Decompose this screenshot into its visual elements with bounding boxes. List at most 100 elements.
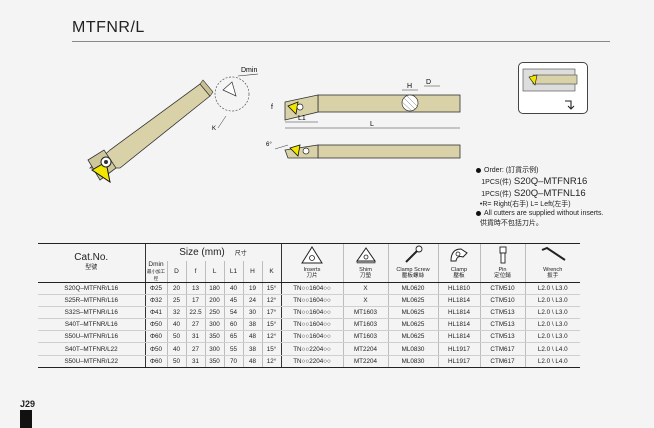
cell-h: 48 [242, 355, 262, 368]
cell-l1: 40 [223, 282, 243, 295]
cell-cat: S50U–MTFNR/L16 [38, 330, 145, 344]
wrench-icon [541, 246, 566, 261]
cell-wrench: L2.0 \ L3.0 [524, 330, 580, 344]
cell-l: 200 [204, 294, 224, 307]
cell-insert: TN○○2204○○ [280, 355, 343, 368]
cell-h: 38 [242, 318, 262, 332]
cell-l: 300 [204, 318, 224, 332]
cell-clamp: HL1814 [437, 318, 480, 332]
cell-cat: S50U–MTFNR/L22 [38, 355, 145, 368]
cell-wrench: L2.0 \ L3.0 [524, 282, 580, 295]
cell-k: 15° [261, 282, 281, 295]
cell-dmin: Φ50 [144, 342, 167, 356]
cell-f: 17 [185, 294, 205, 307]
cell-wrench: L2.0 \ L4.0 [524, 355, 580, 368]
cell-shim: X [342, 282, 388, 295]
cell-l1: 60 [223, 318, 243, 332]
col-l: L [204, 260, 224, 283]
cell-f: 22.5 [185, 306, 205, 320]
cell-pin: CTM510 [479, 282, 525, 295]
cell-k: 12° [261, 355, 281, 368]
cell-shim: MT1603 [342, 330, 388, 344]
bullet-icon [476, 167, 481, 173]
cell-shim: MT1603 [342, 306, 388, 320]
cell-k: 12° [261, 330, 281, 344]
cell-screw: ML0620 [387, 282, 438, 295]
cell-clamp: HL1814 [437, 306, 480, 320]
cell-l1: 70 [223, 355, 243, 368]
cell-l1: 55 [223, 342, 243, 356]
cell-screw: ML0625 [387, 318, 438, 332]
cell-dmin: Φ60 [144, 355, 167, 368]
clamp-icon [450, 247, 468, 261]
page-title: MTFNR/L [72, 19, 145, 36]
cell-d: 50 [166, 355, 186, 368]
bullet-icon [476, 210, 481, 216]
col-l1: L1 [223, 260, 243, 283]
cell-k: 17° [261, 306, 281, 320]
cell-d: 40 [166, 342, 186, 356]
order-example-right: 1PCS(件) S20Q–MTFNR16 [481, 175, 588, 187]
cell-l: 350 [204, 330, 224, 344]
cell-cat: S32S–MTFNR/L16 [38, 306, 145, 320]
tool-drawing: Dmin K H D f L1 L [87, 67, 461, 184]
cell-f: 13 [185, 282, 205, 295]
cell-h: 19 [242, 282, 262, 295]
cell-dmin: Φ32 [144, 294, 167, 307]
cell-cat: S20Q–MTFNR/L16 [38, 282, 145, 295]
cell-insert: TN○○1604○○ [280, 306, 343, 320]
dmin-detail: Dmin K [212, 67, 259, 132]
cell-shim: MT1603 [342, 318, 388, 332]
cell-clamp: HL1917 [437, 342, 480, 356]
bar-perspective [87, 79, 214, 184]
cell-f: 27 [185, 318, 205, 332]
cell-insert: TN○○1604○○ [280, 294, 343, 307]
cell-cat: S40T–MTFNR/L16 [38, 318, 145, 332]
cell-d: 32 [166, 306, 186, 320]
cell-pin: CTM513 [479, 318, 525, 332]
cell-d: 25 [166, 294, 186, 307]
cell-l: 350 [204, 355, 224, 368]
order-notes: Order: (訂貨示例) 1PCS(件) S20Q–MTFNR16 1PCS(… [476, 166, 646, 228]
cell-screw: ML0625 [387, 330, 438, 344]
cell-clamp: HL1814 [437, 330, 480, 344]
order-insert-note-cn: 供貨時不包括刀片。 [479, 219, 543, 227]
l-label: L [370, 121, 374, 128]
cell-f: 31 [185, 355, 205, 368]
cell-dmin: Φ50 [144, 318, 167, 332]
l1-label: L1 [298, 115, 306, 122]
col-d: D [166, 260, 186, 283]
k-label: K [212, 126, 216, 132]
cell-pin: CTM617 [479, 355, 525, 368]
cat-no-header: Cat.No. 型號 [38, 243, 145, 283]
cell-h: 24 [242, 294, 262, 307]
h-label: H [407, 83, 412, 90]
cell-wrench: L2.0 \ L3.0 [524, 318, 580, 332]
cell-pin: CTM617 [479, 342, 525, 356]
angle-label: 6° [266, 142, 272, 148]
title-divider [72, 41, 610, 42]
shim-icon [355, 246, 376, 263]
bar-side-view: H D f L1 L [271, 79, 461, 129]
cell-screw: ML0625 [387, 294, 438, 307]
page-number: J29 [20, 399, 36, 409]
cell-clamp: HL1917 [437, 355, 480, 368]
dmin-label: Dmin [241, 67, 257, 74]
cell-screw: ML0830 [387, 342, 438, 356]
cell-dmin: Φ60 [144, 330, 167, 344]
d-label: D [426, 79, 431, 86]
cell-wrench: L2.0 \ L3.0 [524, 294, 580, 307]
cell-h: 38 [242, 342, 262, 356]
cell-insert: TN○○1604○○ [280, 318, 343, 332]
col-k: K [261, 260, 281, 283]
